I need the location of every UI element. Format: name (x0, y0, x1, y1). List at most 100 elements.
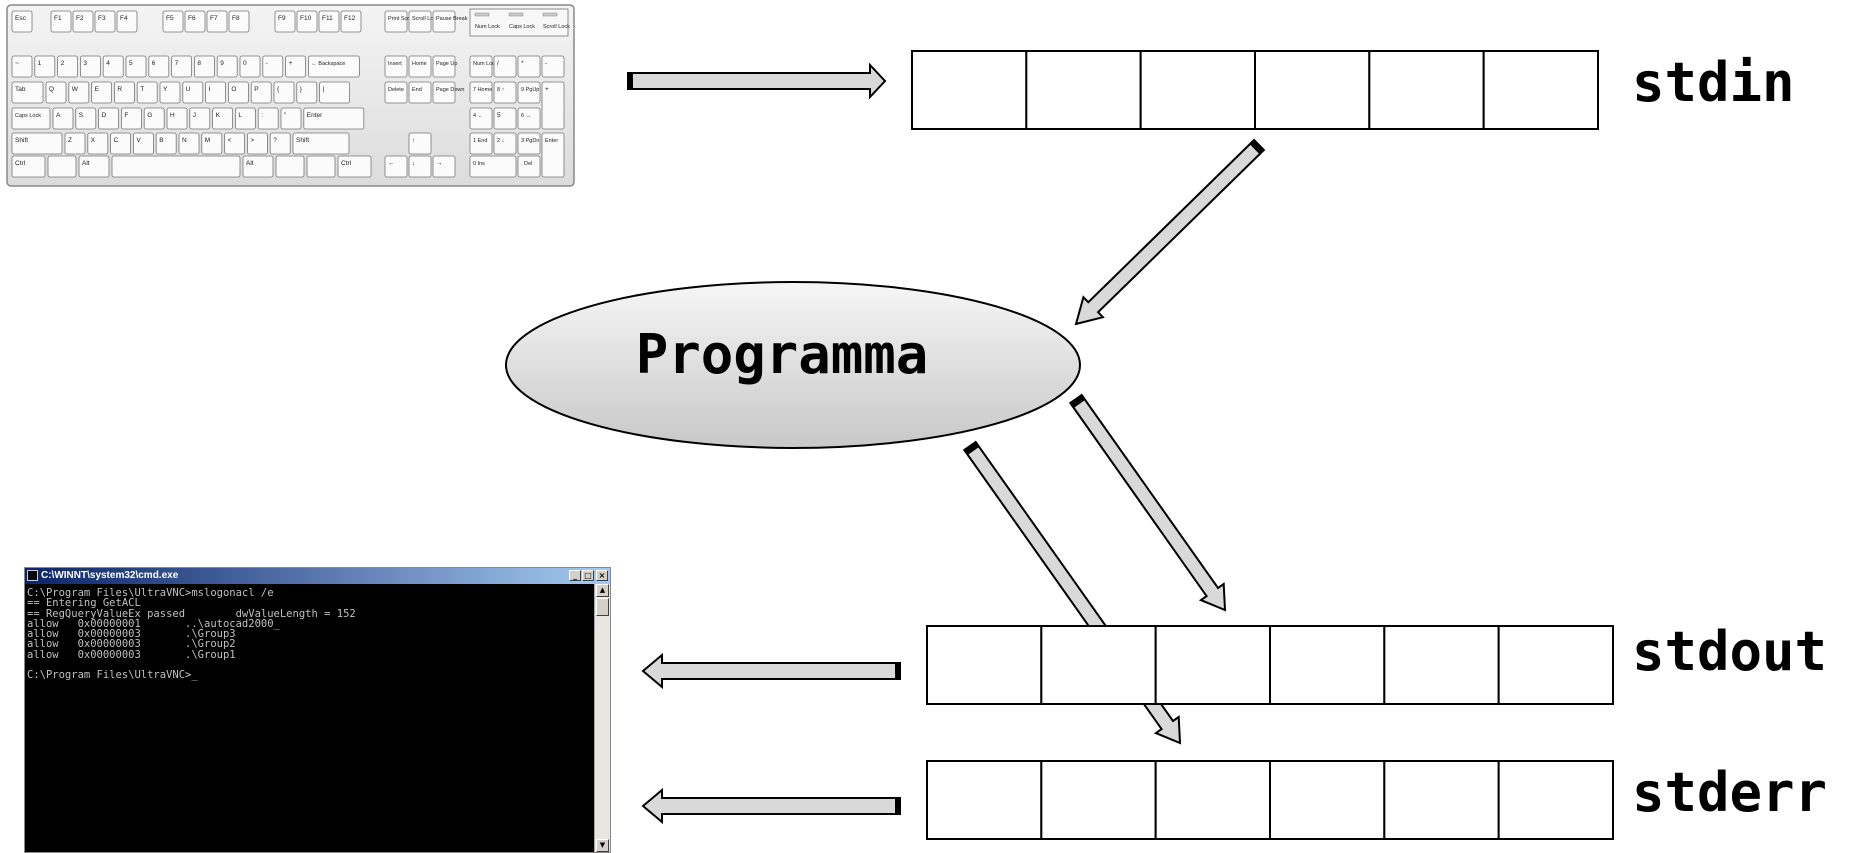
stdin-buffer (911, 50, 1599, 130)
key: F (121, 107, 142, 130)
svg-text:A: A (56, 112, 61, 119)
svg-text:O: O (231, 86, 236, 93)
svg-text:Insert: Insert (388, 61, 402, 67)
key: Insert (384, 55, 408, 78)
scroll-thumb[interactable] (596, 598, 609, 616)
key: Enter (541, 132, 565, 178)
key: 3 PgDn (517, 132, 541, 155)
stdout-buffer (926, 625, 1614, 705)
svg-text:5: 5 (497, 112, 501, 119)
svg-text:F12: F12 (344, 15, 356, 22)
stderr-cell (1269, 760, 1386, 840)
key: D (98, 107, 119, 130)
key: - (541, 55, 565, 78)
key: F2 (72, 10, 94, 33)
svg-text:0: 0 (243, 60, 247, 67)
key: ↑ (408, 132, 432, 155)
key: F5 (162, 10, 184, 33)
console-line: allow 0x00000003 .\Group3 (27, 628, 236, 641)
key: " (280, 107, 302, 130)
key: ~ (11, 55, 33, 78)
svg-text:Caps Lock: Caps Lock (15, 113, 41, 119)
stdout-cell (1154, 625, 1271, 705)
key: Ctrl (11, 155, 46, 178)
svg-text:F9: F9 (278, 15, 286, 22)
svg-text:U: U (186, 86, 191, 93)
console-scrollbar[interactable]: ▲ ▼ (594, 584, 610, 852)
svg-text:Y: Y (163, 86, 168, 93)
svg-text:7 Home: 7 Home (473, 87, 492, 93)
key: + (285, 55, 307, 78)
key: C (110, 132, 131, 155)
program-node: Programma (505, 281, 1081, 449)
key: 4 (102, 55, 124, 78)
svg-text:<: < (228, 137, 232, 144)
key: + (541, 81, 565, 130)
svg-text:Ctrl: Ctrl (15, 160, 26, 167)
key: Esc (11, 10, 33, 33)
svg-text:F5: F5 (166, 15, 174, 22)
stderr-buffer (926, 760, 1614, 840)
svg-text:Scroll Lock: Scroll Lock (412, 16, 439, 22)
svg-text:0 Ins: 0 Ins (473, 161, 485, 167)
key: S (75, 107, 97, 130)
key: Scroll Lock (408, 10, 439, 33)
svg-text:→: → (436, 160, 443, 167)
key: : (257, 107, 279, 130)
key: ← (384, 155, 408, 178)
svg-text:Page Down: Page Down (436, 87, 464, 93)
stdout-cell (1040, 625, 1157, 705)
key: R (114, 81, 135, 104)
svg-text:9: 9 (220, 60, 224, 67)
svg-text:X: X (91, 137, 96, 144)
console-output[interactable]: C:\Program Files\UltraVNC>mslogonacl /e=… (25, 584, 594, 852)
key: 3 (80, 55, 101, 78)
stdout-cell (926, 625, 1043, 705)
svg-text:-: - (266, 60, 268, 67)
stderr-to-console-arrow (641, 787, 901, 825)
key: Delete (384, 81, 408, 104)
key: ↓ (408, 155, 432, 178)
key: Alt (78, 155, 110, 178)
key: 1 (34, 55, 56, 78)
key: ? (269, 132, 291, 155)
stdout-label: stdout (1632, 620, 1827, 683)
key: F10 (296, 10, 318, 33)
svg-text:Page Up: Page Up (436, 61, 457, 67)
svg-text:Num Lock: Num Lock (473, 61, 498, 67)
svg-text:R: R (117, 86, 122, 93)
key: 8 ↑ (493, 81, 517, 104)
stdin-cell (1254, 50, 1371, 130)
svg-text:F7: F7 (210, 15, 218, 22)
svg-text:3 PgDn: 3 PgDn (521, 138, 539, 144)
stderr-cell (1497, 760, 1614, 840)
svg-text:8: 8 (197, 60, 201, 67)
svg-text:Enter: Enter (307, 112, 323, 119)
key: V (132, 132, 154, 155)
key: 1 End (469, 132, 493, 155)
svg-text:S: S (79, 112, 84, 119)
svg-text:H: H (170, 112, 175, 119)
svg-text:E: E (95, 86, 100, 93)
minimize-button[interactable]: _ (569, 570, 581, 581)
svg-text:Esc: Esc (15, 15, 27, 22)
close-button[interactable]: × (596, 570, 608, 581)
svg-text:F4: F4 (120, 15, 128, 22)
svg-text:>: > (250, 137, 254, 144)
svg-text:|: | (323, 86, 325, 93)
svg-text:Tab: Tab (15, 86, 26, 93)
stderr-cell (926, 760, 1043, 840)
scroll-up-icon[interactable]: ▲ (596, 584, 609, 597)
key: F1 (50, 10, 72, 33)
maximize-button[interactable]: □ (582, 570, 594, 581)
key: Z (64, 132, 86, 155)
program-to-stdout-arrow (1068, 393, 1227, 612)
scroll-down-icon[interactable]: ▼ (596, 839, 609, 852)
key: Page Up (432, 55, 457, 78)
svg-text:Q: Q (49, 86, 54, 93)
svg-text:Z: Z (68, 137, 72, 144)
stdin-cell (1139, 50, 1256, 130)
svg-text:B: B (159, 137, 163, 144)
svg-text:1: 1 (38, 60, 42, 67)
stderr-cell (1154, 760, 1271, 840)
